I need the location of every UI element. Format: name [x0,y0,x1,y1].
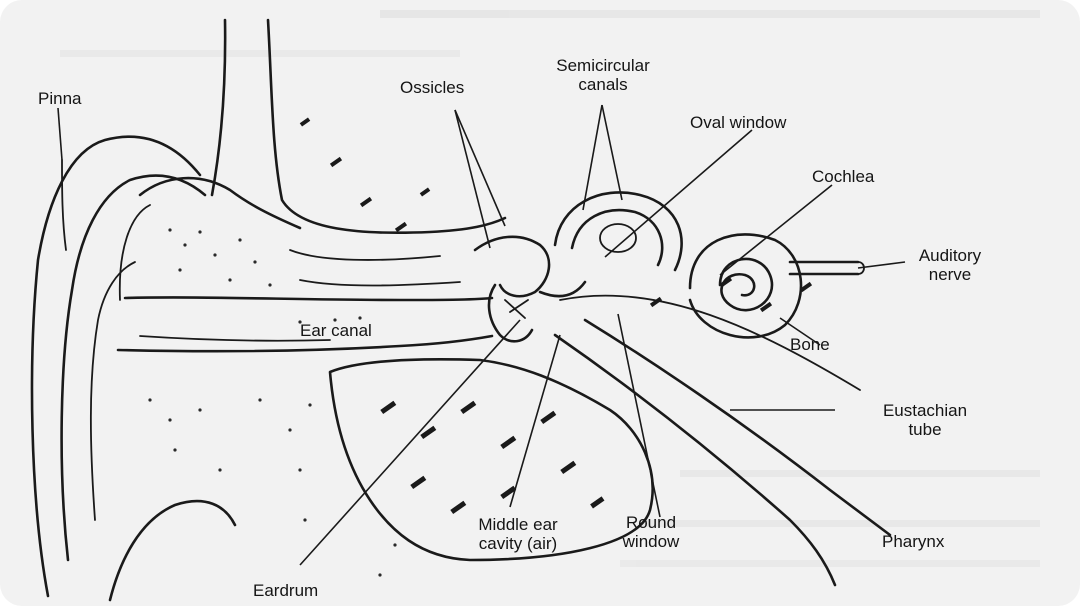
pinna-shape [32,137,235,600]
label-oval-window: Oval window [690,113,786,132]
label-bone: Bone [790,335,830,354]
label-eustachian-tube: Eustachian tube [865,401,985,439]
label-eustachian-tube-line2: tube [865,420,985,439]
leader-lines [58,105,905,565]
label-semicircular-canals-line1: Semicircular [538,56,668,75]
label-semicircular-canals-line2: canals [538,75,668,94]
stipple-dots [148,228,396,576]
label-auditory-nerve-line1: Auditory [890,246,1010,265]
bone-region [148,117,812,576]
label-middle-ear-cavity: Middle ear cavity (air) [458,515,578,553]
bone-hatch-marks [300,117,812,514]
label-ossicles: Ossicles [400,78,464,97]
temporal-bone-outline [120,20,505,300]
leader-middle-ear [510,335,560,507]
cochlea-shape [690,234,801,337]
label-round-window-line1: Round [606,513,696,532]
leader-pinna [58,108,62,160]
label-auditory-nerve-line2: nerve [890,265,1010,284]
label-middle-ear-cavity-line1: Middle ear [458,515,578,534]
label-pharynx: Pharynx [882,532,944,551]
label-cochlea: Cochlea [812,167,874,186]
label-ear-canal: Ear canal [300,321,372,340]
label-auditory-nerve: Auditory nerve [890,246,1010,284]
label-pinna: Pinna [38,89,81,108]
label-round-window-line2: window [606,532,696,551]
label-middle-ear-cavity-line2: cavity (air) [458,534,578,553]
label-eustachian-tube-line1: Eustachian [865,401,985,420]
ossicles-shape [475,237,585,342]
auditory-nerve-shape [790,262,864,274]
semicircular-canals-shape [555,192,682,270]
label-eardrum: Eardrum [253,581,318,600]
leader-canals-b [602,105,622,200]
label-round-window: Round window [606,513,696,551]
leader-round-window [618,314,660,517]
label-semicircular-canals: Semicircular canals [538,56,668,94]
